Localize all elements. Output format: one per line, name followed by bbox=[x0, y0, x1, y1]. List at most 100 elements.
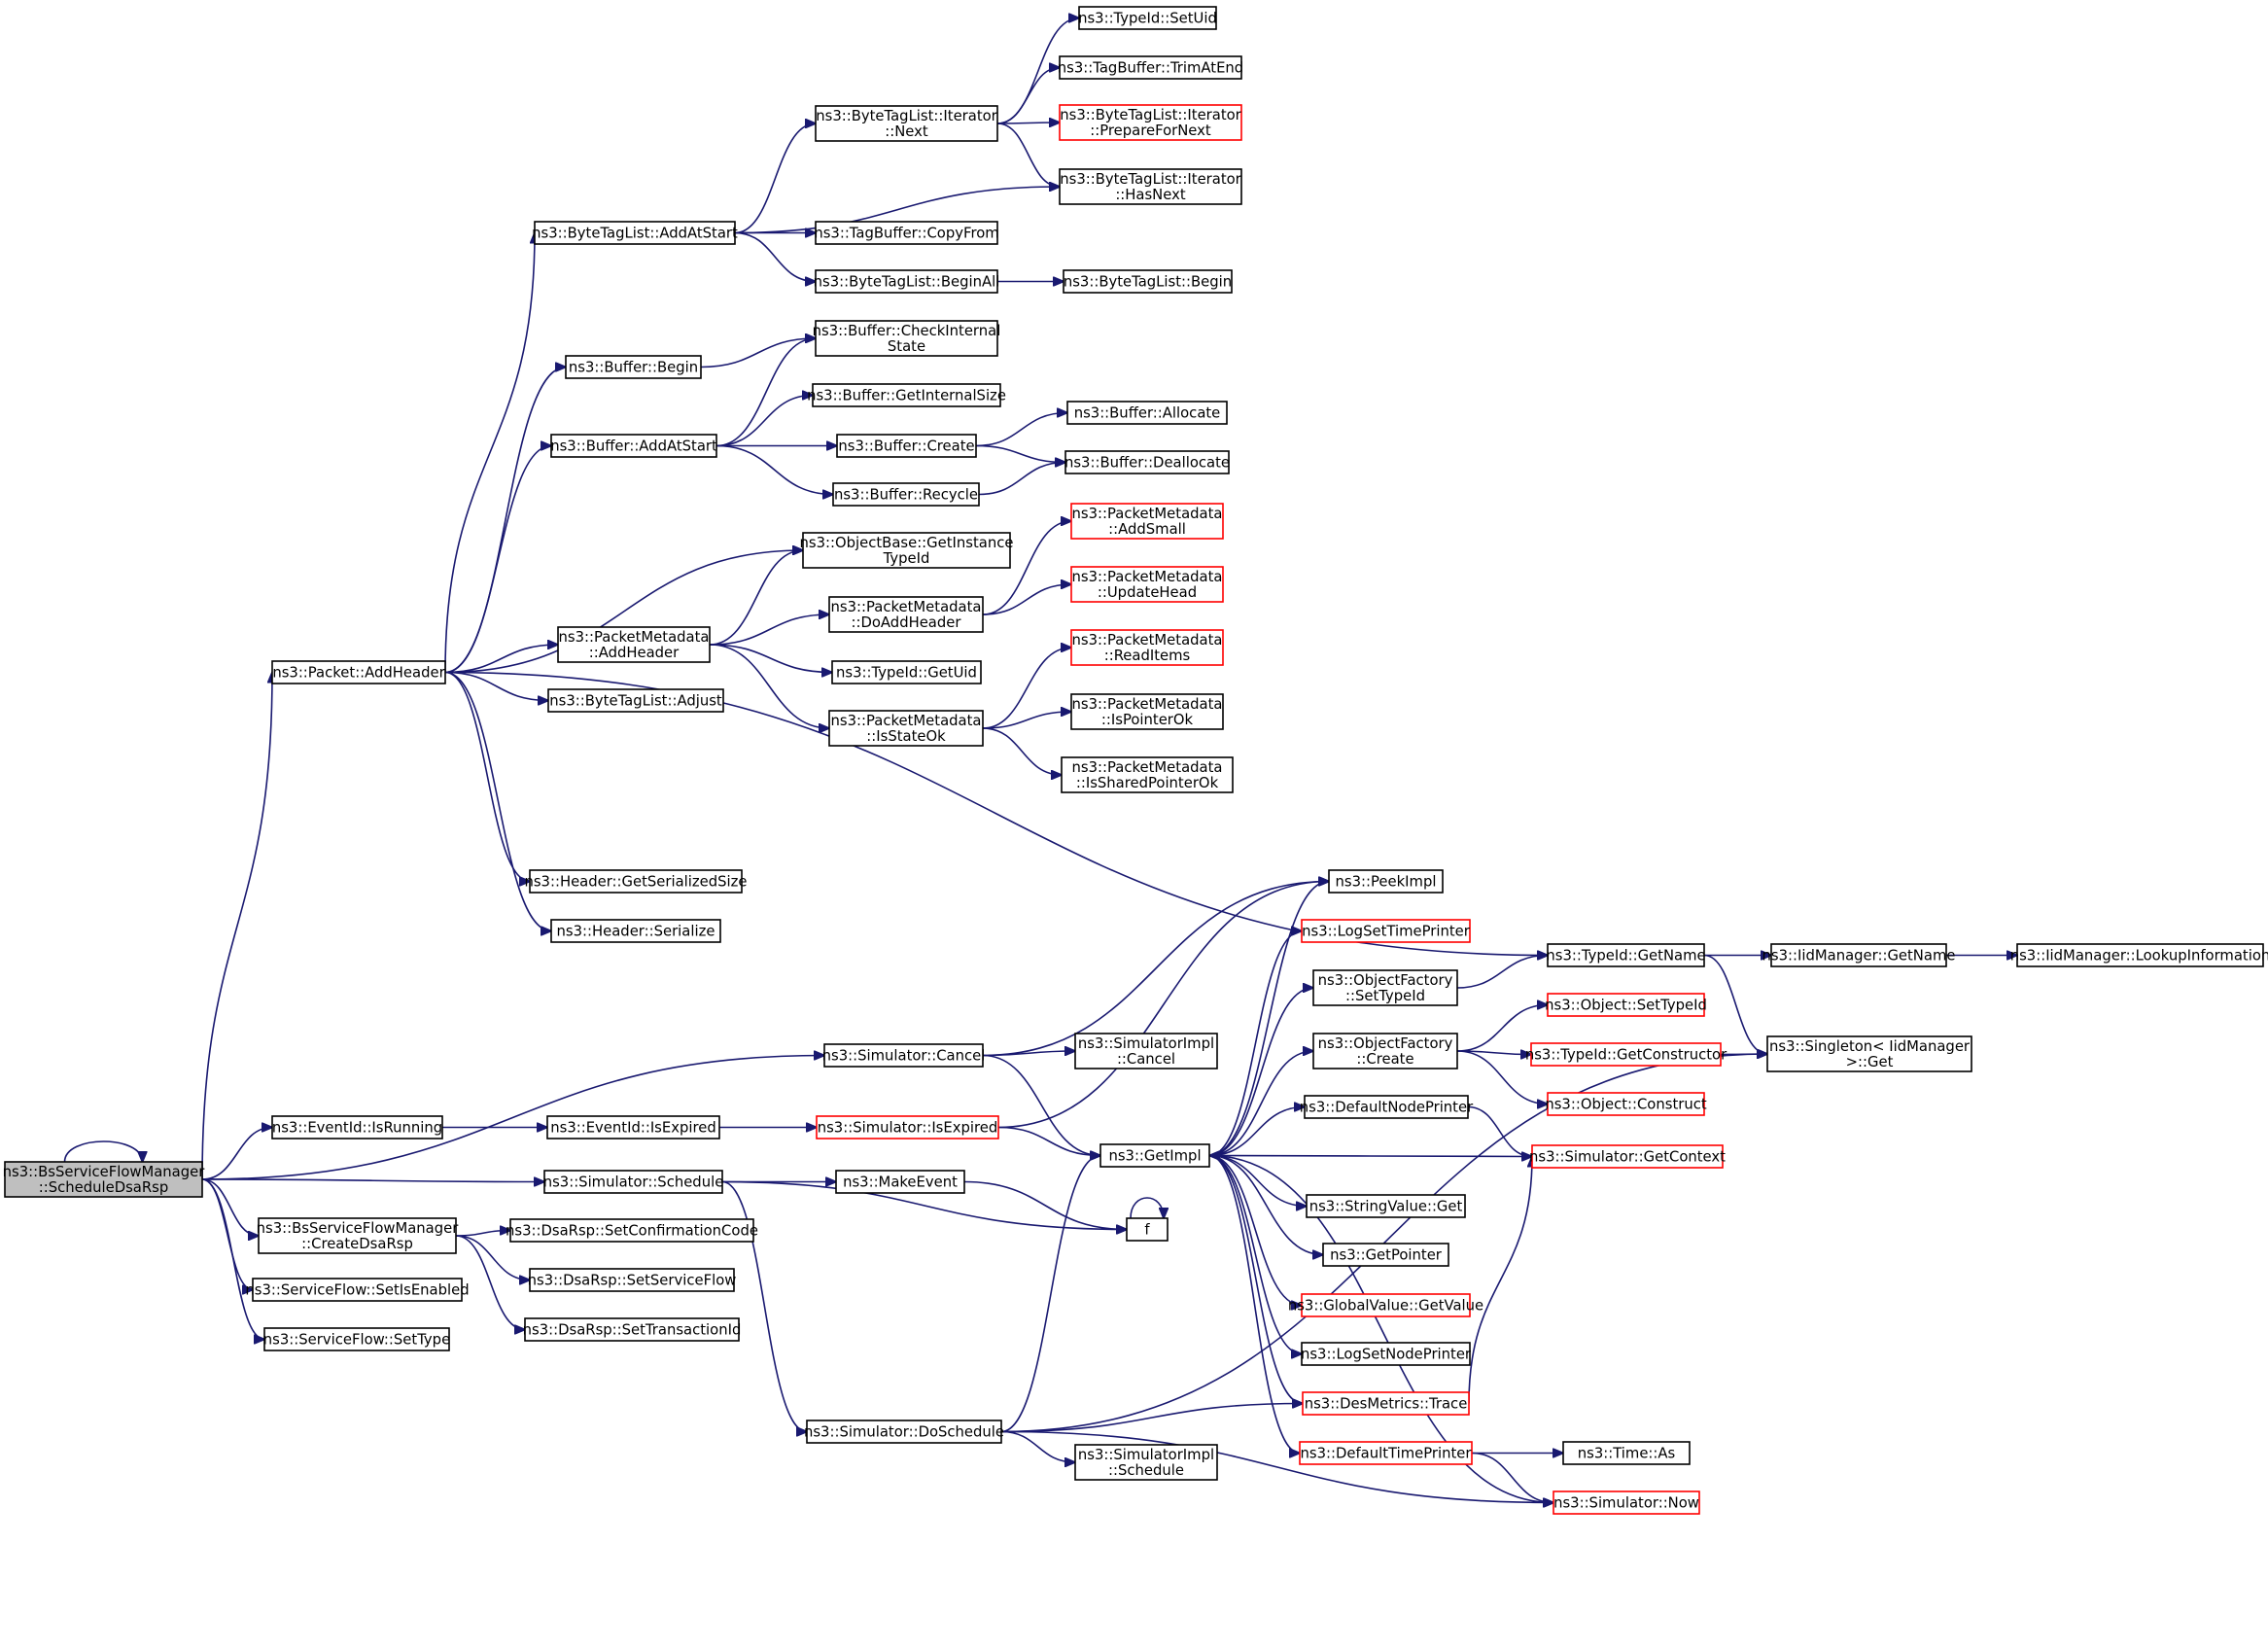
node-singleton-get[interactable]: ns3::Singleton< IidManager>::Get bbox=[1766, 1035, 1972, 1072]
node-getimpl[interactable]: ns3::GetImpl bbox=[1099, 1143, 1210, 1168]
node-typeid-getname[interactable]: ns3::TypeId::GetName bbox=[1546, 943, 1706, 967]
node-buffer-begin[interactable]: ns3::Buffer::Begin bbox=[565, 355, 702, 379]
node-typeid-getconstructor[interactable]: ns3::TypeId::GetConstructor bbox=[1525, 1042, 1727, 1067]
node-header-serialize[interactable]: ns3::Header::Serialize bbox=[550, 919, 721, 943]
node-label: ns3::Object::SetTypeId bbox=[1545, 998, 1707, 1014]
call-edge-pm_isstateok-to-pm_ispointerok bbox=[982, 712, 1071, 729]
call-edge-desmetrics_trace-to-sim_getcontext bbox=[1468, 1157, 1532, 1404]
node-iidmanager-getname[interactable]: ns3::IidManager::GetName bbox=[1762, 943, 1956, 967]
node-pm-ispointerok[interactable]: ns3::PacketMetadata::IsPointerOk bbox=[1070, 693, 1224, 730]
node-packet-addheader[interactable]: ns3::Packet::AddHeader bbox=[271, 660, 446, 684]
node-pm-doaddheader[interactable]: ns3::PacketMetadata::DoAddHeader bbox=[828, 596, 984, 633]
node-stringvalue-get[interactable]: ns3::StringValue::Get bbox=[1306, 1194, 1466, 1218]
call-edge-pm_isstateok-to-pm_readitems bbox=[982, 648, 1071, 729]
node-pm-addsmall[interactable]: ns3::PacketMetadata::AddSmall bbox=[1070, 503, 1224, 540]
node-dsarsp-setserviceflow[interactable]: ns3::DsaRsp::SetServiceFlow bbox=[528, 1268, 737, 1292]
node-eventid-isrunning[interactable]: ns3::EventId::IsRunning bbox=[271, 1115, 443, 1140]
node-buffer-addatstart[interactable]: ns3::Buffer::AddAtStart bbox=[550, 434, 717, 458]
call-edge-pm_addheader-to-typeid_getuid bbox=[709, 644, 832, 673]
node-defaulttimeprinter[interactable]: ns3::DefaultTimePrinter bbox=[1299, 1441, 1473, 1465]
node-pm-addheader[interactable]: ns3::PacketMetadata::AddHeader bbox=[557, 626, 711, 663]
node-f[interactable]: f bbox=[1126, 1217, 1169, 1242]
node-tagbuffer-copyfrom[interactable]: ns3::TagBuffer::CopyFrom bbox=[814, 221, 999, 245]
node-btl-beginall[interactable]: ns3::ByteTagList::BeginAll bbox=[814, 269, 1000, 294]
call-edge-packet_addheader-to-header_getserializedsize bbox=[444, 671, 530, 882]
node-dsarsp-setconfirmationcode[interactable]: ns3::DsaRsp::SetConfirmationCode bbox=[506, 1218, 758, 1243]
node-logsettimeprinter[interactable]: ns3::LogSetTimePrinter bbox=[1301, 919, 1471, 943]
node-iidmanager-lookupinformation[interactable]: ns3::IidManager::LookupInformation bbox=[2010, 943, 2268, 967]
node-getpointer[interactable]: ns3::GetPointer bbox=[1322, 1243, 1449, 1267]
node-box bbox=[1061, 756, 1234, 793]
call-edge-pm_addheader-to-objbase_getinstancetypeid bbox=[709, 550, 803, 646]
node-box bbox=[831, 660, 982, 684]
node-object-settypeid[interactable]: ns3::Object::SetTypeId bbox=[1545, 993, 1707, 1017]
node-sim-cancel[interactable]: ns3::Simulator::Cancel bbox=[822, 1043, 986, 1068]
call-edge-objfactory_create-to-object_construct bbox=[1456, 1050, 1548, 1105]
node-tagbuffer-trimatend[interactable]: ns3::TagBuffer::TrimAtEnd bbox=[1058, 55, 1243, 80]
node-label: ns3::LogSetNodePrinter bbox=[1301, 1347, 1472, 1363]
node-sim-schedule[interactable]: ns3::Simulator::Schedule bbox=[543, 1170, 724, 1194]
node-buffer-getinternalsize[interactable]: ns3::Buffer::GetInternalSize bbox=[807, 383, 1006, 407]
node-make-event[interactable]: ns3::MakeEvent bbox=[835, 1170, 965, 1194]
node-typeid-getuid[interactable]: ns3::TypeId::GetUid bbox=[831, 660, 982, 684]
node-btl-adjust[interactable]: ns3::ByteTagList::Adjust bbox=[547, 688, 724, 713]
node-typeid-setuid[interactable]: ns3::TypeId::SetUid bbox=[1078, 6, 1217, 30]
node-btl-iter-preparefornext[interactable]: ns3::ByteTagList::Iterator::PrepareForNe… bbox=[1059, 104, 1242, 141]
node-box bbox=[1099, 1143, 1210, 1168]
node-sim-now[interactable]: ns3::Simulator::Now bbox=[1553, 1490, 1700, 1515]
call-edge-btl_addatstart-to-btl_iter_hasnext bbox=[734, 187, 1060, 234]
node-simimpl-schedule[interactable]: ns3::SimulatorImpl::Schedule bbox=[1074, 1444, 1218, 1481]
node-label: ns3::ByteTagList::Iterator bbox=[816, 108, 997, 124]
node-btl-addatstart[interactable]: ns3::ByteTagList::AddAtStart bbox=[532, 221, 738, 245]
node-box bbox=[546, 1115, 720, 1140]
call-edge-getimpl-to-objfactory_settypeid bbox=[1208, 988, 1313, 1157]
node-bsflow-createdsarsp[interactable]: ns3::BsServiceFlowManager::CreateDsaRsp bbox=[257, 1217, 460, 1254]
node-box bbox=[1766, 1035, 1972, 1072]
node-label: ns3::DesMetrics::Trace bbox=[1305, 1396, 1468, 1413]
node-box bbox=[524, 1317, 740, 1342]
node-header-getserializedsize[interactable]: ns3::Header::GetSerializedSize bbox=[524, 869, 748, 894]
node-sim-isexpired[interactable]: ns3::Simulator::IsExpired bbox=[816, 1115, 999, 1140]
node-simimpl-cancel[interactable]: ns3::SimulatorImpl::Cancel bbox=[1074, 1033, 1218, 1069]
node-pm-readitems[interactable]: ns3::PacketMetadata::ReadItems bbox=[1070, 629, 1224, 666]
node-btl-begin[interactable]: ns3::ByteTagList::Begin bbox=[1063, 269, 1233, 294]
node-sim-getcontext[interactable]: ns3::Simulator::GetContext bbox=[1529, 1144, 1726, 1169]
node-buffer-deallocate[interactable]: ns3::Buffer::Deallocate bbox=[1064, 450, 1230, 474]
node-globalvalue-getvalue[interactable]: ns3::GlobalValue::GetValue bbox=[1288, 1293, 1483, 1317]
node-pm-issharedpointerok[interactable]: ns3::PacketMetadata::IsSharedPointerOk bbox=[1061, 756, 1234, 793]
node-label: ns3::SimulatorImpl bbox=[1078, 1447, 1214, 1463]
call-edge-sim_doschedule-to-sim_now bbox=[1000, 1430, 1553, 1503]
node-label: ns3::PacketMetadata bbox=[831, 713, 982, 729]
call-edge-sim_doschedule-to-simimpl_schedule bbox=[1000, 1430, 1075, 1463]
node-eventid-isexpired[interactable]: ns3::EventId::IsExpired bbox=[546, 1115, 720, 1140]
node-dsarsp-settransactionid[interactable]: ns3::DsaRsp::SetTransactionId bbox=[523, 1317, 742, 1342]
node-label: ns3::Time::As bbox=[1578, 1446, 1676, 1462]
node-btl-iter-next[interactable]: ns3::ByteTagList::Iterator::Next bbox=[815, 105, 998, 142]
node-buffer-recycle[interactable]: ns3::Buffer::Recycle bbox=[832, 482, 980, 507]
node-root[interactable]: ns3::BsServiceFlowManager::ScheduleDsaRs… bbox=[3, 1161, 206, 1198]
node-buffer-allocate[interactable]: ns3::Buffer::Allocate bbox=[1066, 401, 1228, 425]
node-box bbox=[258, 1217, 457, 1254]
node-sim-doschedule[interactable]: ns3::Simulator::DoSchedule bbox=[804, 1420, 1004, 1444]
node-objfactory-create[interactable]: ns3::ObjectFactory::Create bbox=[1312, 1033, 1458, 1069]
node-pm-isstateok[interactable]: ns3::PacketMetadata::IsStateOk bbox=[828, 710, 984, 747]
node-sf-settype[interactable]: ns3::ServiceFlow::SetType bbox=[263, 1327, 450, 1351]
node-desmetrics-trace[interactable]: ns3::DesMetrics::Trace bbox=[1302, 1391, 1470, 1416]
node-box bbox=[806, 1420, 1002, 1444]
node-defaultnodeprinter[interactable]: ns3::DefaultNodePrinter bbox=[1300, 1095, 1474, 1119]
node-object-construct[interactable]: ns3::Object::Construct bbox=[1545, 1092, 1707, 1116]
node-buffer-create[interactable]: ns3::Buffer::Create bbox=[836, 434, 977, 458]
node-label: ns3::BsServiceFlowManager bbox=[3, 1164, 206, 1180]
node-pm-updatehead[interactable]: ns3::PacketMetadata::UpdateHead bbox=[1070, 566, 1224, 603]
node-btl-iter-hasnext[interactable]: ns3::ByteTagList::Iterator::HasNext bbox=[1059, 168, 1242, 205]
node-logsetnodeprinter[interactable]: ns3::LogSetNodePrinter bbox=[1301, 1342, 1472, 1366]
node-sf-setisenabled[interactable]: ns3::ServiceFlow::SetIsEnabled bbox=[245, 1278, 470, 1302]
node-time-as[interactable]: ns3::Time::As bbox=[1562, 1441, 1691, 1465]
node-peekimpl[interactable]: ns3::PeekImpl bbox=[1328, 869, 1444, 894]
node-box bbox=[828, 596, 984, 633]
node-objfactory-settypeid[interactable]: ns3::ObjectFactory::SetTypeId bbox=[1312, 969, 1458, 1006]
node-label: ns3::BsServiceFlowManager bbox=[257, 1220, 460, 1237]
node-box bbox=[252, 1278, 463, 1302]
